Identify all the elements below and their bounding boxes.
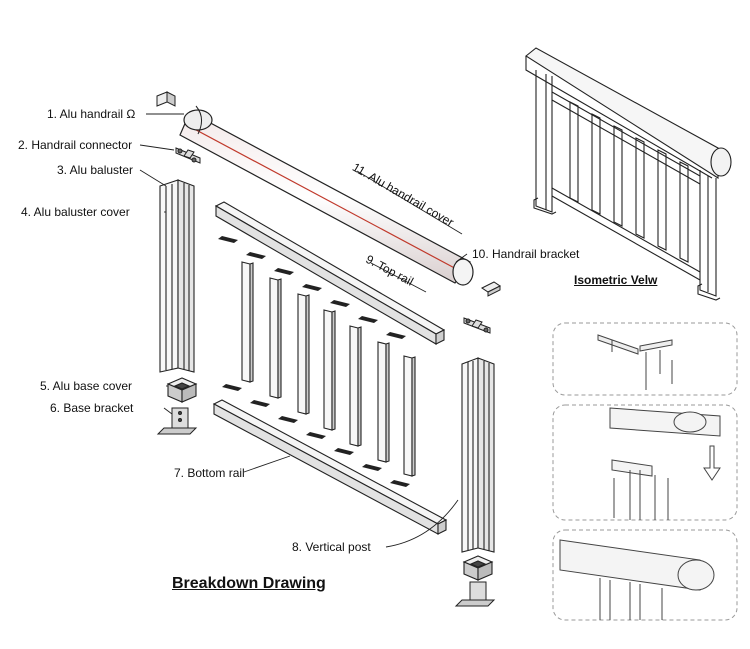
right-base-cover (462, 555, 494, 581)
label-bottom-rail: 7. Bottom rail (174, 466, 245, 480)
handrail-bracket-part (481, 281, 501, 297)
detail-panel-3-content (559, 539, 715, 620)
label-handrail-bracket: 10. Handrail bracket (472, 247, 580, 261)
label-vertical-post: 8. Vertical post (292, 540, 371, 554)
bottom-rail-slots (222, 384, 410, 487)
right-vertical-post (461, 357, 495, 553)
label-alu-base-cover: 5. Alu base cover (40, 379, 133, 393)
top-rail-slots (218, 236, 406, 339)
balusters (241, 261, 416, 477)
alu-base-cover-part (166, 377, 198, 403)
label-handrail-connector: 2. Handrail connector (18, 138, 133, 152)
label-base-bracket: 6. Base bracket (50, 401, 134, 415)
leader-lines (139, 113, 468, 548)
top-rail-part (214, 201, 446, 345)
label-alu-baluster: 3. Alu baluster (57, 163, 134, 177)
handrail-connector-part (175, 147, 201, 164)
label-alu-handrail: 1. Alu handrail Ω (47, 107, 136, 121)
detail-panels (552, 322, 738, 621)
detail-panel-2-content (609, 407, 721, 520)
left-vertical-post (159, 179, 195, 373)
alu-handrail-tube (179, 105, 474, 286)
detail-panel-1-content (597, 334, 673, 390)
handrail-end-bracket (156, 91, 176, 107)
right-handrail-connector (463, 317, 491, 334)
label-alu-baluster-cover: 4. Alu baluster cover (21, 205, 130, 219)
bottom-rail-part (212, 399, 448, 535)
base-bracket-part (156, 407, 198, 435)
isometric-heading: Isometric Velw (574, 273, 658, 287)
right-base-bracket (454, 581, 496, 607)
breakdown-heading: Breakdown Drawing (172, 575, 326, 592)
isometric-view (525, 47, 732, 301)
